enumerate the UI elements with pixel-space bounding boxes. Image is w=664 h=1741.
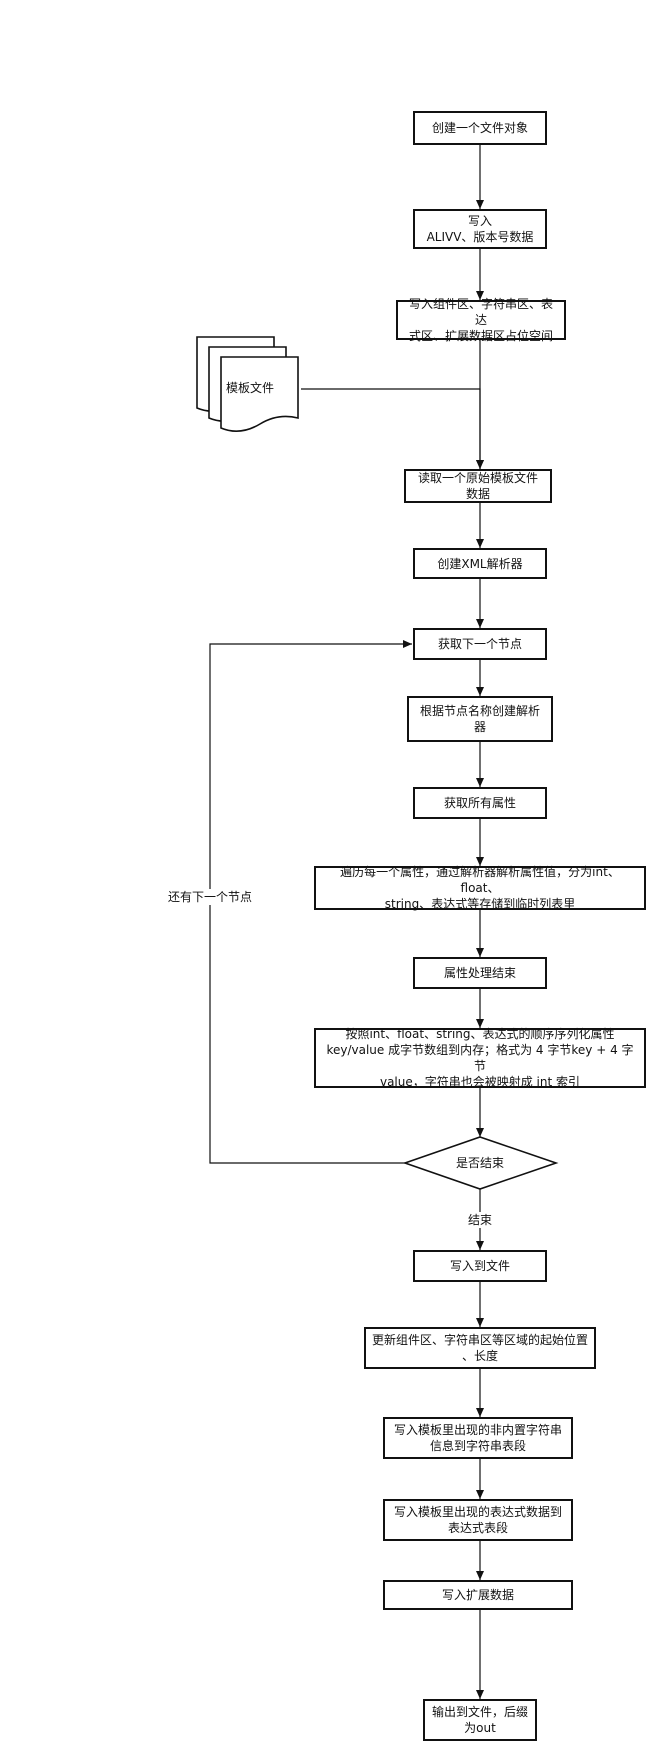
step-text: 式区、扩展数据区占位空间 (408, 329, 553, 343)
step-text: 表达式表段 (447, 1521, 508, 1535)
step-serialize-attributes: 按照int、float、string、表达式的顺序序列化属性 key/value … (314, 1027, 646, 1089)
step-text: 属性处理结束 (443, 966, 516, 980)
step-write-extension: 写入扩展数据 (383, 1580, 573, 1610)
step-text: value，字符串也会被映射成 int 索引 (379, 1075, 581, 1089)
step-write-strings: 写入模板里出现的非内置字符串信息到字符串表段 (383, 1417, 573, 1459)
step-output-file: 输出到文件，后缀为out (423, 1699, 537, 1741)
decision-diamond (402, 1136, 559, 1190)
step-text: ALIVV、版本号数据 (426, 230, 534, 244)
end-label: 结束 (460, 1212, 500, 1228)
step-text: 遍历每一个属性，通过解析器解析属性值，分为int、float、 (340, 865, 620, 895)
step-text: 写入 (467, 214, 492, 228)
step-write-placeholders: 写入组件区、字符串区、表达式区、扩展数据区占位空间 (396, 297, 566, 343)
step-text: 输出到文件，后缀 (431, 1705, 528, 1719)
loop-back-label: 还有下一个节点 (150, 889, 270, 905)
step-write-version: 写入 ALIVV、版本号数据 (413, 209, 547, 249)
step-text: string、表达式等存储到临时列表里 (384, 897, 576, 911)
step-text: 读取一个原始模板文件 (417, 471, 538, 485)
step-text: 、长度 (461, 1349, 498, 1363)
step-text: 获取所有属性 (443, 796, 516, 810)
step-create-parser-by-name: 根据节点名称创建解析器 (407, 696, 553, 742)
step-text: 器 (473, 720, 486, 734)
step-text: 数据 (465, 487, 490, 501)
step-attributes-done: 属性处理结束 (413, 957, 547, 989)
step-update-offsets: 更新组件区、字符串区等区域的起始位置、长度 (364, 1327, 596, 1369)
step-read-template: 读取一个原始模板文件数据 (404, 469, 552, 503)
step-text: 信息到字符串表段 (429, 1439, 526, 1453)
step-text: 创建一个文件对象 (431, 121, 528, 135)
step-text: 创建XML解析器 (437, 556, 523, 571)
step-text: 写入模板里出现的表达式数据到 (393, 1505, 562, 1519)
step-write-expressions: 写入模板里出现的表达式数据到表达式表段 (383, 1499, 573, 1541)
step-create-xml-parser: 创建XML解析器 (413, 548, 547, 579)
step-get-next-node: 获取下一个节点 (413, 628, 547, 660)
step-text: 更新组件区、字符串区等区域的起始位置 (372, 1333, 589, 1347)
template-file-label: 模板文件 (225, 381, 274, 395)
step-get-all-attributes: 获取所有属性 (413, 787, 547, 819)
step-text: 写入到文件 (449, 1259, 510, 1273)
step-text: 为out (464, 1721, 496, 1735)
step-text: key/value 成字节数组到内存；格式为 4 字节key + 4 字节 (326, 1043, 634, 1073)
step-text: 写入组件区、字符串区、表达 (408, 297, 553, 327)
step-create-file-object: 创建一个文件对象 (413, 111, 547, 145)
document-stack-icon (196, 336, 299, 432)
decision-label: 是否结束 (455, 1156, 504, 1170)
step-write-to-file: 写入到文件 (413, 1250, 547, 1282)
arrow-template-file-to-s4 (301, 388, 484, 469)
step-text: 获取下一个节点 (437, 637, 522, 651)
step-text: 按照int、float、string、表达式的顺序序列化属性 (345, 1027, 615, 1041)
step-iterate-attributes: 遍历每一个属性，通过解析器解析属性值，分为int、float、 string、表达… (314, 865, 646, 911)
step-text: 写入扩展数据 (441, 1588, 514, 1602)
step-text: 写入模板里出现的非内置字符串 (393, 1423, 562, 1437)
step-text: 根据节点名称创建解析 (419, 704, 540, 718)
